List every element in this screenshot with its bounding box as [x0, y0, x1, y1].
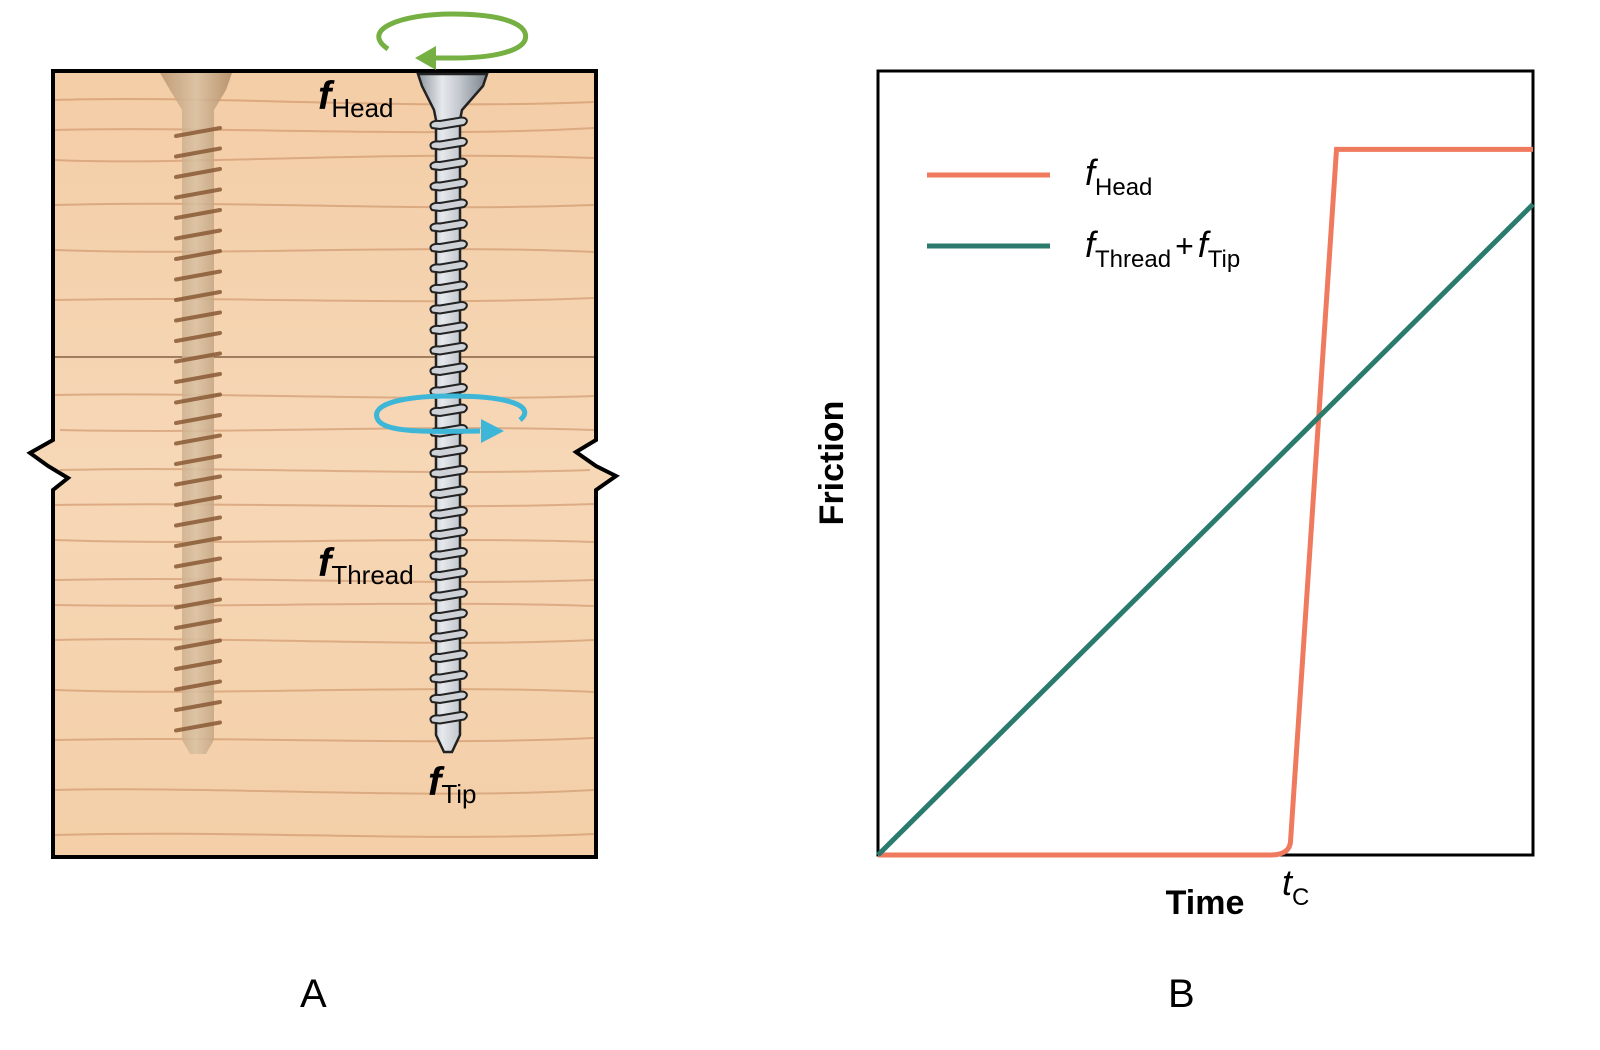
hole-thread-groove — [174, 679, 222, 692]
hole-thread-groove — [174, 474, 222, 487]
subscript: C — [1292, 884, 1310, 911]
counterclockwise-rotation-arrow-icon — [376, 11, 529, 70]
hole-thread-groove — [174, 638, 222, 651]
panel-b: Friction Time fHead fThread+fTip tC B — [640, 0, 1600, 1050]
subscript: Head — [1095, 174, 1153, 201]
x-tick-label-tc: tC — [1282, 862, 1309, 911]
f-symbol: f — [1197, 224, 1208, 265]
screw-thread — [429, 137, 468, 151]
wood-grain — [54, 97, 595, 838]
hole-thread-groove — [174, 536, 222, 548]
screw-thread — [429, 178, 468, 192]
wood-block-illustration — [26, 11, 620, 859]
hole-thread-groove — [174, 515, 222, 528]
hole-thread-groove — [174, 659, 222, 671]
f-thread-label: fThread — [318, 541, 414, 590]
series-line-f-thread-plus-f-tip — [876, 202, 1535, 857]
screw-thread — [429, 219, 468, 233]
hole-thread-groove — [174, 413, 222, 425]
friction-chart: Friction Time — [813, 69, 1535, 922]
subscript: Thread — [1095, 246, 1172, 273]
screw-thread — [429, 383, 468, 397]
panel-a: fHead fThread fTip A — [0, 0, 640, 1050]
legend-label-f-thread-tip: fThread+fTip — [1085, 224, 1240, 273]
screw-thread — [429, 485, 468, 500]
screw-thread — [429, 280, 468, 295]
hole-thread-groove — [174, 146, 222, 159]
subscript: Head — [331, 93, 394, 123]
panel-b-letter: B — [1168, 972, 1195, 1016]
screw-thread — [429, 239, 468, 254]
screw-thread — [429, 649, 468, 664]
clockwise-rotation-arrow-icon — [374, 393, 528, 443]
hole-thread-groove — [174, 433, 222, 446]
hole-thread-groove — [174, 495, 222, 507]
hole-thread-groove — [174, 126, 222, 138]
hole-thread-groove — [174, 556, 222, 569]
subscript: Tip — [441, 779, 477, 809]
plus-operator: + — [1175, 228, 1194, 264]
subscript: Thread — [331, 560, 414, 590]
f-symbol: f — [318, 541, 332, 585]
screw-thread — [429, 444, 468, 459]
subscript: Tip — [1207, 246, 1241, 273]
hole-thread-groove — [174, 228, 222, 241]
screw-thread — [429, 588, 468, 602]
screw-thread — [429, 465, 468, 479]
t-symbol: t — [1282, 862, 1293, 903]
f-symbol: f — [318, 74, 332, 118]
hole-thread-groove — [174, 720, 222, 733]
hole-thread-groove — [174, 187, 222, 200]
screw-thread — [429, 526, 468, 541]
screw-thread — [429, 547, 468, 561]
series-line-f-head — [878, 146, 1533, 858]
x-axis-label: Time — [1166, 884, 1245, 922]
screw-thread — [429, 198, 468, 213]
plot-frame — [876, 69, 1535, 857]
hole-thread-groove — [174, 310, 222, 323]
hole-thread-groove — [174, 597, 222, 610]
f-head-label: fHead — [318, 74, 393, 123]
screw-thread — [429, 116, 468, 131]
hole-thread-groove — [174, 331, 222, 343]
f-tip-label: fTip — [428, 760, 476, 809]
hole-thread-groove — [174, 577, 222, 589]
screw-thread — [429, 629, 468, 643]
screw-thread — [429, 301, 468, 315]
screw-thread — [429, 670, 468, 684]
screw — [416, 72, 489, 754]
screw-thread — [429, 157, 468, 172]
screw-thread — [429, 690, 468, 705]
hole-thread-groove — [174, 208, 222, 220]
screw-thread — [429, 711, 468, 725]
panel-a-letter: A — [300, 972, 327, 1016]
hole-thread-groove — [174, 351, 222, 364]
screw-thread — [429, 362, 468, 377]
hole-thread-groove — [174, 249, 222, 261]
screw-thread — [429, 342, 468, 356]
f-symbol: f — [1085, 152, 1096, 193]
y-axis-label: Friction — [813, 401, 851, 526]
hole-thread-groove — [174, 392, 222, 405]
screw-hole — [160, 73, 232, 754]
hole-thread-groove — [174, 454, 222, 466]
hole-thread-groove — [174, 372, 222, 384]
screw-thread — [429, 260, 468, 274]
hole-thread-groove — [174, 269, 222, 282]
screw-thread — [429, 321, 468, 336]
screw-thread — [429, 608, 468, 623]
screw-thread — [429, 567, 468, 582]
screw-thread — [429, 506, 468, 520]
f-symbol: f — [1085, 224, 1096, 265]
hole-thread-groove — [174, 618, 222, 630]
hole-thread-groove — [174, 167, 222, 179]
screw-thread — [429, 403, 468, 418]
f-symbol: f — [428, 760, 442, 804]
legend-label-f-head: fHead — [1085, 152, 1152, 201]
wood-block — [26, 69, 620, 859]
hole-thread-groove — [174, 700, 222, 712]
hole-thread-groove — [174, 290, 222, 302]
